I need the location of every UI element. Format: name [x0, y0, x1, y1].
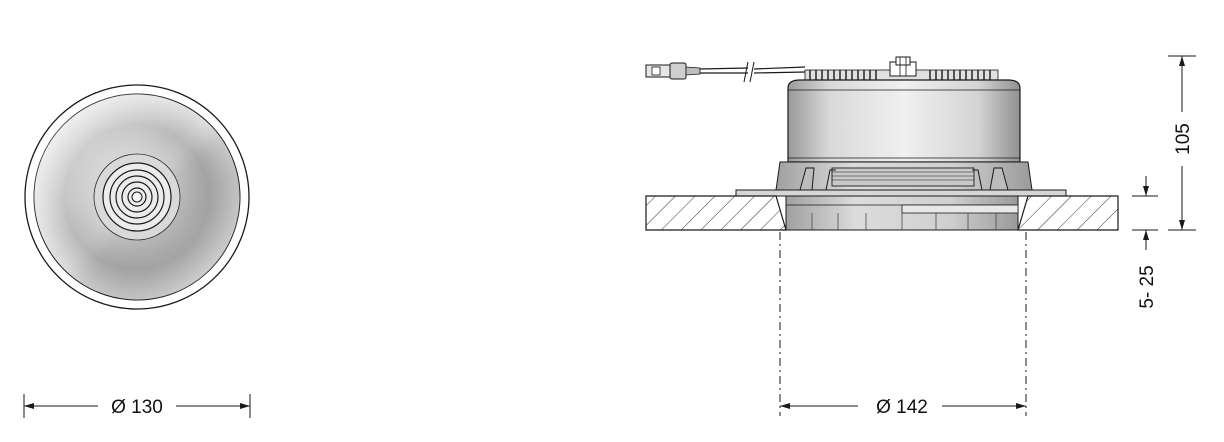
top-view: Ø 130	[23, 84, 251, 418]
dimension-cutout-diameter: Ø 142	[780, 397, 1026, 418]
dimension-height: 105	[1168, 55, 1196, 231]
height-label: 105	[1173, 123, 1194, 155]
recessed-body	[785, 195, 1019, 231]
cable	[645, 61, 806, 83]
lens-ring-5	[127, 187, 147, 207]
cutout-diameter-label: Ø 142	[876, 397, 928, 418]
dimension-ceiling-thickness: 5- 25	[1132, 176, 1158, 309]
driver-fins	[804, 56, 999, 83]
cutout-extension-lines	[779, 232, 1027, 416]
housing	[787, 79, 1021, 163]
collar	[775, 161, 1033, 191]
lens-ring-2	[109, 169, 165, 225]
lens-ring-4	[121, 181, 153, 213]
led-center	[131, 191, 143, 203]
side-view: Ø 142 105 5- 25	[645, 55, 1196, 418]
top-diameter-label: Ø 130	[111, 397, 163, 418]
ceiling-thickness-label: 5- 25	[1137, 265, 1158, 308]
trim-flange	[735, 189, 1067, 197]
ceiling-section	[645, 195, 1119, 231]
dimension-top-diameter: Ø 130	[23, 394, 251, 418]
lens-ring-3	[115, 175, 159, 219]
